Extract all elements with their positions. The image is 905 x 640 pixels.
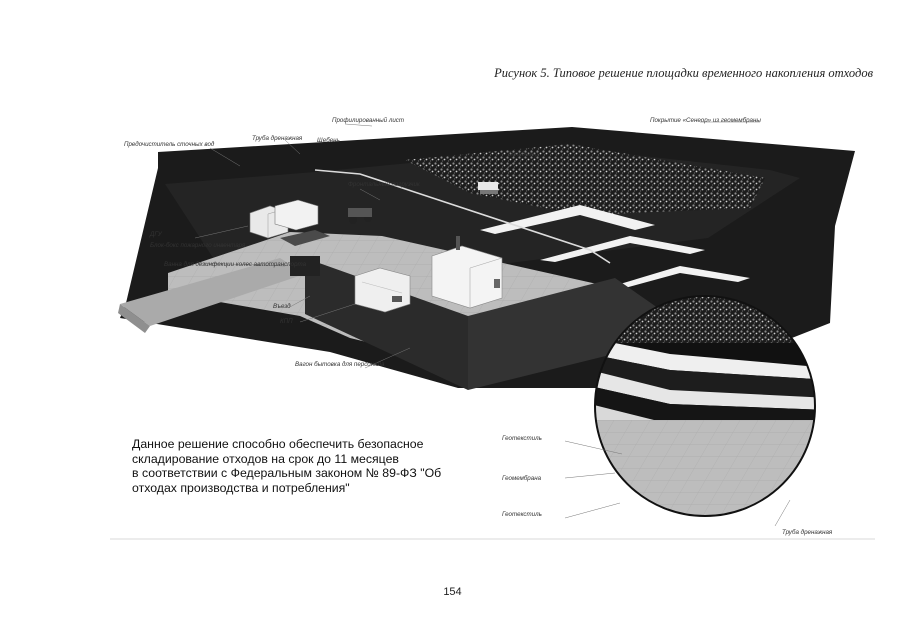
label-drain-pipe-2: Труба дренажная (782, 529, 833, 536)
page-number: 154 (443, 586, 462, 598)
label-drain-pipe: Труба дренажная (252, 135, 303, 142)
fire-box (274, 199, 319, 231)
info-note: Данное решение способно обеспечить безоп… (132, 437, 492, 495)
label-staff-wagon: Вагон бытовка для персонала (295, 361, 385, 368)
label-entrance: Въезд (273, 303, 291, 310)
figure-caption: Рисунок 5. Типовое решение площадки врем… (494, 66, 873, 80)
label-front-loader: Фронтальный погрузчик (348, 181, 421, 188)
front-loader-vehicle (348, 208, 372, 224)
note-line: Данное решение способно обеспечить безоп… (132, 437, 424, 451)
label-kpp: КПП (280, 318, 293, 325)
staff-wagon (431, 236, 503, 309)
label-geomembrane: Геомембрана (502, 475, 542, 482)
label-bulldozer: Бульдозер (508, 151, 539, 158)
label-dgu: ДГУ (149, 231, 163, 238)
label-geotextile-2: Геотекстиль (502, 511, 542, 518)
label-crushed-stone: Щебень (317, 137, 340, 144)
gravel-pile (405, 144, 765, 215)
label-coating: Покрытие «Сенеор» из геомембраны (650, 117, 761, 124)
site-illustration: Профилированный лист Покрытие «Сенеор» и… (110, 108, 875, 540)
bulldozer-vehicle (478, 182, 498, 194)
label-geotextile-1: Геотекстиль (502, 435, 542, 442)
note-line: складирование отходов на срок до 11 меся… (132, 451, 399, 466)
label-profiled-sheet: Профилированный лист (332, 117, 404, 124)
label-disinfection-bath: Ванна для дезинфекции колес автотранспор… (164, 261, 307, 268)
label-sewage-pretreatment: Предочиститель сточных вод (124, 141, 215, 148)
label-fire-box: Блок-бокс пожарного инвентаря (150, 242, 246, 249)
note-line: в соответствии с Федеральным законом № 8… (132, 466, 442, 481)
note-line: отходах производства и потребления" (132, 480, 350, 495)
kpp-booth (354, 267, 411, 313)
